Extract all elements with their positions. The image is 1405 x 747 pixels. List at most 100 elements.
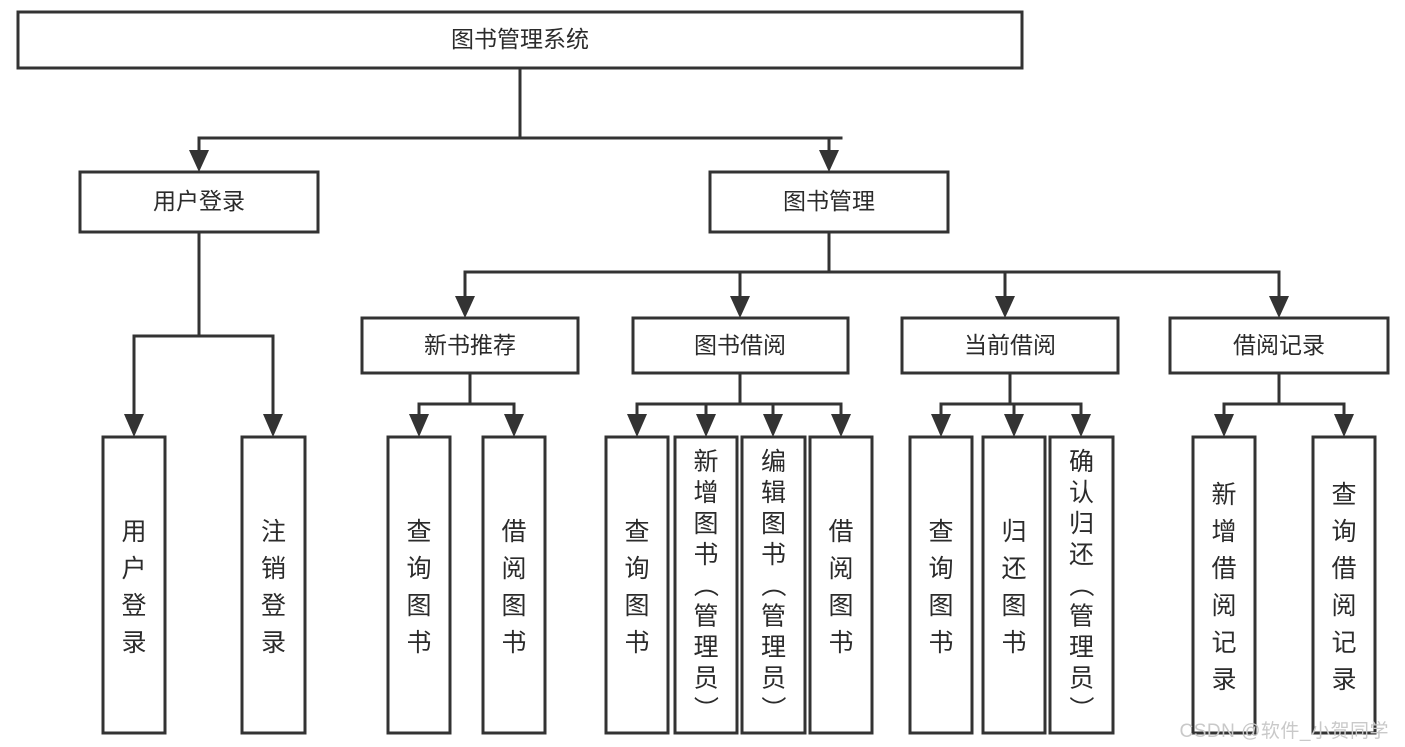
node-new-book-rec[interactable]: 新书推荐 [360, 316, 580, 375]
svg-text:阅: 阅 [1331, 592, 1356, 620]
svg-text:确: 确 [1069, 448, 1094, 476]
svg-text:户: 户 [121, 555, 146, 583]
svg-text:增: 增 [693, 479, 718, 507]
node-book-manage[interactable]: 图书管理 [708, 170, 950, 234]
svg-text:员: 员 [693, 664, 718, 692]
svg-text:管: 管 [693, 603, 718, 631]
svg-text:编: 编 [761, 448, 786, 476]
svg-text:增: 增 [1211, 518, 1236, 546]
svg-text:图: 图 [928, 592, 953, 620]
csdn-watermark: CSDN @软件_小贺同学 [1179, 721, 1389, 742]
svg-text:）: ） [691, 696, 719, 721]
leaf-edit-book-box[interactable] [740, 435, 807, 735]
svg-text:查: 查 [406, 518, 431, 546]
node-book-borrow-label: 图书借阅 [694, 332, 786, 358]
svg-text:图: 图 [693, 510, 718, 538]
node-borrow-record-box[interactable] [1168, 316, 1390, 375]
node-borrow-record-label: 借阅记录 [1233, 332, 1325, 358]
leaf-return-book-box[interactable] [981, 435, 1047, 735]
svg-text:询: 询 [406, 555, 431, 583]
svg-text:图: 图 [1001, 592, 1026, 620]
svg-text:询: 询 [1331, 518, 1356, 546]
node-root[interactable]: 图书管理系统 [16, 10, 1024, 70]
svg-text:理: 理 [693, 633, 718, 661]
svg-text:员: 员 [1069, 664, 1094, 692]
svg-text:询: 询 [624, 555, 649, 583]
svg-text:（: （ [1067, 572, 1095, 597]
svg-text:书: 书 [828, 629, 853, 657]
svg-text:图: 图 [501, 592, 526, 620]
leaf-add-book-box[interactable] [673, 435, 739, 735]
svg-text:阅: 阅 [828, 555, 853, 583]
svg-text:登: 登 [261, 592, 286, 620]
svg-text:（: （ [759, 572, 787, 597]
svg-text:还: 还 [1069, 541, 1094, 569]
svg-text:录: 录 [121, 629, 146, 657]
svg-text:查: 查 [928, 518, 953, 546]
svg-text:图: 图 [761, 510, 786, 538]
leaf-query-book-1-box[interactable] [386, 435, 452, 735]
svg-text:阅: 阅 [501, 555, 526, 583]
edge-borrowrecord-to-leaves [1214, 371, 1354, 437]
node-new-book-rec-box[interactable] [360, 316, 580, 375]
node-new-book-rec-label: 新书推荐 [424, 332, 516, 358]
leaf-query-book-2-box[interactable] [604, 435, 670, 735]
edge-userlogin-to-leaves [124, 230, 283, 437]
svg-text:用: 用 [121, 518, 146, 546]
svg-text:图: 图 [406, 592, 431, 620]
svg-text:注: 注 [261, 518, 286, 546]
svg-text:）: ） [1067, 696, 1095, 721]
leaf-confirm-return-box[interactable] [1048, 435, 1115, 735]
node-current-borrow[interactable]: 当前借阅 [900, 316, 1120, 375]
leaf-add-record-box[interactable] [1191, 435, 1257, 735]
edge-bookborrow-to-leaves [627, 371, 851, 437]
svg-text:查: 查 [624, 518, 649, 546]
svg-text:询: 询 [928, 555, 953, 583]
svg-text:录: 录 [1211, 666, 1236, 694]
svg-text:录: 录 [1331, 666, 1356, 694]
svg-text:新: 新 [1211, 481, 1236, 509]
svg-text:（: （ [691, 572, 719, 597]
node-book-borrow[interactable]: 图书借阅 [631, 316, 850, 375]
leaf-borrow-book-1-box[interactable] [481, 435, 547, 735]
svg-text:书: 书 [1001, 629, 1026, 657]
node-borrow-record[interactable]: 借阅记录 [1168, 316, 1390, 375]
leaf-user-login-box[interactable] [101, 435, 167, 735]
edge-root-to-tier1 [189, 66, 843, 172]
svg-text:理: 理 [1069, 633, 1094, 661]
node-book-manage-box[interactable] [708, 170, 950, 234]
edge-newbook-to-leaves [409, 371, 524, 437]
svg-text:员: 员 [761, 664, 786, 692]
connector-layer [124, 66, 1354, 437]
svg-text:管: 管 [1069, 603, 1094, 631]
edge-bookmanage-to-tier2 [455, 230, 1289, 318]
node-book-manage-label: 图书管理 [783, 188, 875, 214]
node-book-borrow-box[interactable] [631, 316, 850, 375]
svg-text:书: 书 [761, 541, 786, 569]
leaf-logout-box[interactable] [240, 435, 307, 735]
leaf-labels-layer: 用户登录注销登录查询图书借阅图书查询图书新增图书（管理员）编辑图书（管理员）借阅… [121, 448, 1356, 721]
svg-text:图: 图 [828, 592, 853, 620]
svg-text:）: ） [759, 696, 787, 721]
svg-text:还: 还 [1001, 555, 1026, 583]
svg-text:认: 认 [1069, 479, 1094, 507]
leaf-query-record-box[interactable] [1311, 435, 1377, 735]
leaf-borrow-book-2-box[interactable] [808, 435, 874, 735]
node-root-box[interactable] [16, 10, 1024, 70]
node-user-login-box[interactable] [78, 170, 320, 234]
node-current-borrow-label: 当前借阅 [964, 332, 1056, 358]
svg-text:书: 书 [928, 629, 953, 657]
leaf-query-book-3-box[interactable] [908, 435, 974, 735]
node-current-borrow-box[interactable] [900, 316, 1120, 375]
node-user-login[interactable]: 用户登录 [78, 170, 320, 234]
